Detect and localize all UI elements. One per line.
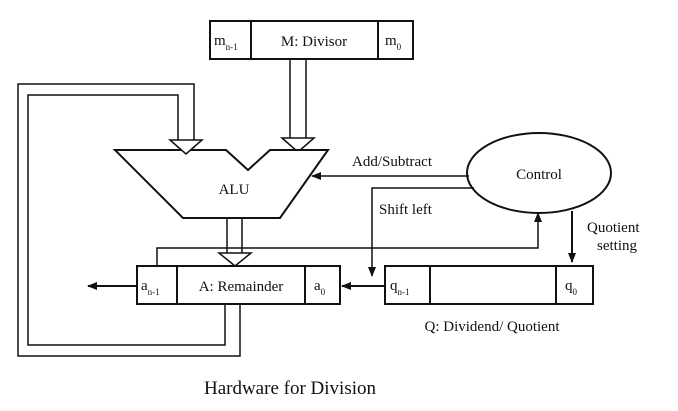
svg-text:q0: q0	[565, 278, 578, 297]
quotient-lsb-subscript: 0	[573, 287, 578, 297]
shift-left-signal-line	[368, 187, 474, 277]
quotient-setting-label-line1: Quotient	[587, 220, 640, 236]
remainder-msb-cell: a	[141, 278, 148, 294]
divisor-msb-cell: m	[214, 33, 226, 49]
svg-text:a0: a0	[314, 278, 326, 297]
quotient-setting-label-line2: setting	[597, 238, 637, 254]
sign-bit-to-control-line	[156, 212, 542, 266]
figure-caption: Hardware for Division	[204, 378, 377, 399]
control-label: Control	[516, 167, 562, 183]
svg-text:qn-1: qn-1	[390, 278, 410, 297]
quotient-register: qn-1 q0	[384, 265, 594, 305]
divisor-register: mn-1 M: Divisor m0	[209, 20, 414, 60]
control-unit: Control	[466, 132, 612, 214]
quotient-msb-cell: q	[390, 278, 398, 294]
shift-left-label: Shift left	[379, 202, 433, 218]
alu-label: ALU	[219, 182, 250, 198]
remainder-register-label: A: Remainder	[199, 279, 284, 295]
quotient-lsb-cell: q	[565, 278, 573, 294]
remainder-feedback-loop	[17, 83, 241, 357]
alu: ALU	[112, 149, 330, 219]
remainder-lsb-cell: a	[314, 278, 321, 294]
divisor-lsb-subscript: 0	[397, 42, 402, 52]
remainder-lsb-subscript: 0	[321, 287, 326, 297]
svg-text:m0: m0	[385, 33, 402, 52]
divisor-msb-subscript: n-1	[226, 42, 238, 52]
svg-text:an-1: an-1	[141, 278, 160, 297]
divisor-lsb-cell: m	[385, 33, 397, 49]
divisor-register-label: M: Divisor	[281, 34, 347, 50]
remainder-register: an-1 A: Remainder a0	[136, 265, 341, 305]
svg-text:mn-1: mn-1	[214, 33, 238, 52]
quotient-msb-subscript: n-1	[398, 287, 410, 297]
alu-to-remainder-bus	[216, 218, 254, 267]
divisor-to-alu-bus	[280, 59, 316, 153]
add-subtract-label: Add/Subtract	[352, 154, 433, 170]
quotient-register-label: Q: Dividend/ Quotient	[425, 319, 561, 335]
remainder-msb-subscript: n-1	[148, 287, 160, 297]
